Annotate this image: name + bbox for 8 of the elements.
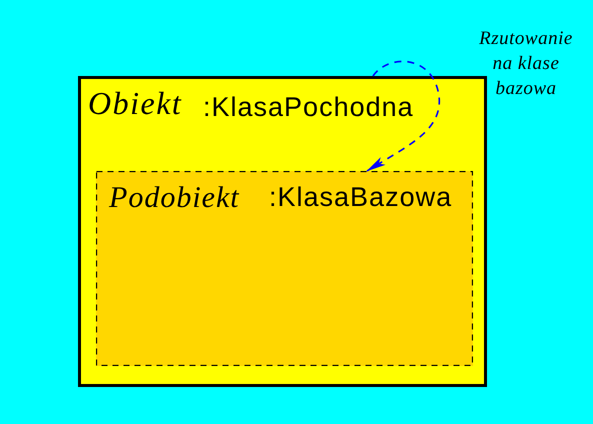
class-name: :KlasaBazowa (269, 184, 452, 211)
dashed-subobject-box (96, 171, 473, 366)
dashed-arrow (366, 60, 440, 172)
object-box (78, 76, 487, 387)
object-heading: Obiekt (88, 87, 182, 119)
object-heading: Podobiekt (109, 183, 240, 213)
class-name: :KlasaPochodna (203, 94, 414, 121)
edge-label: Rzutowanie na klase bazowa (478, 27, 574, 101)
